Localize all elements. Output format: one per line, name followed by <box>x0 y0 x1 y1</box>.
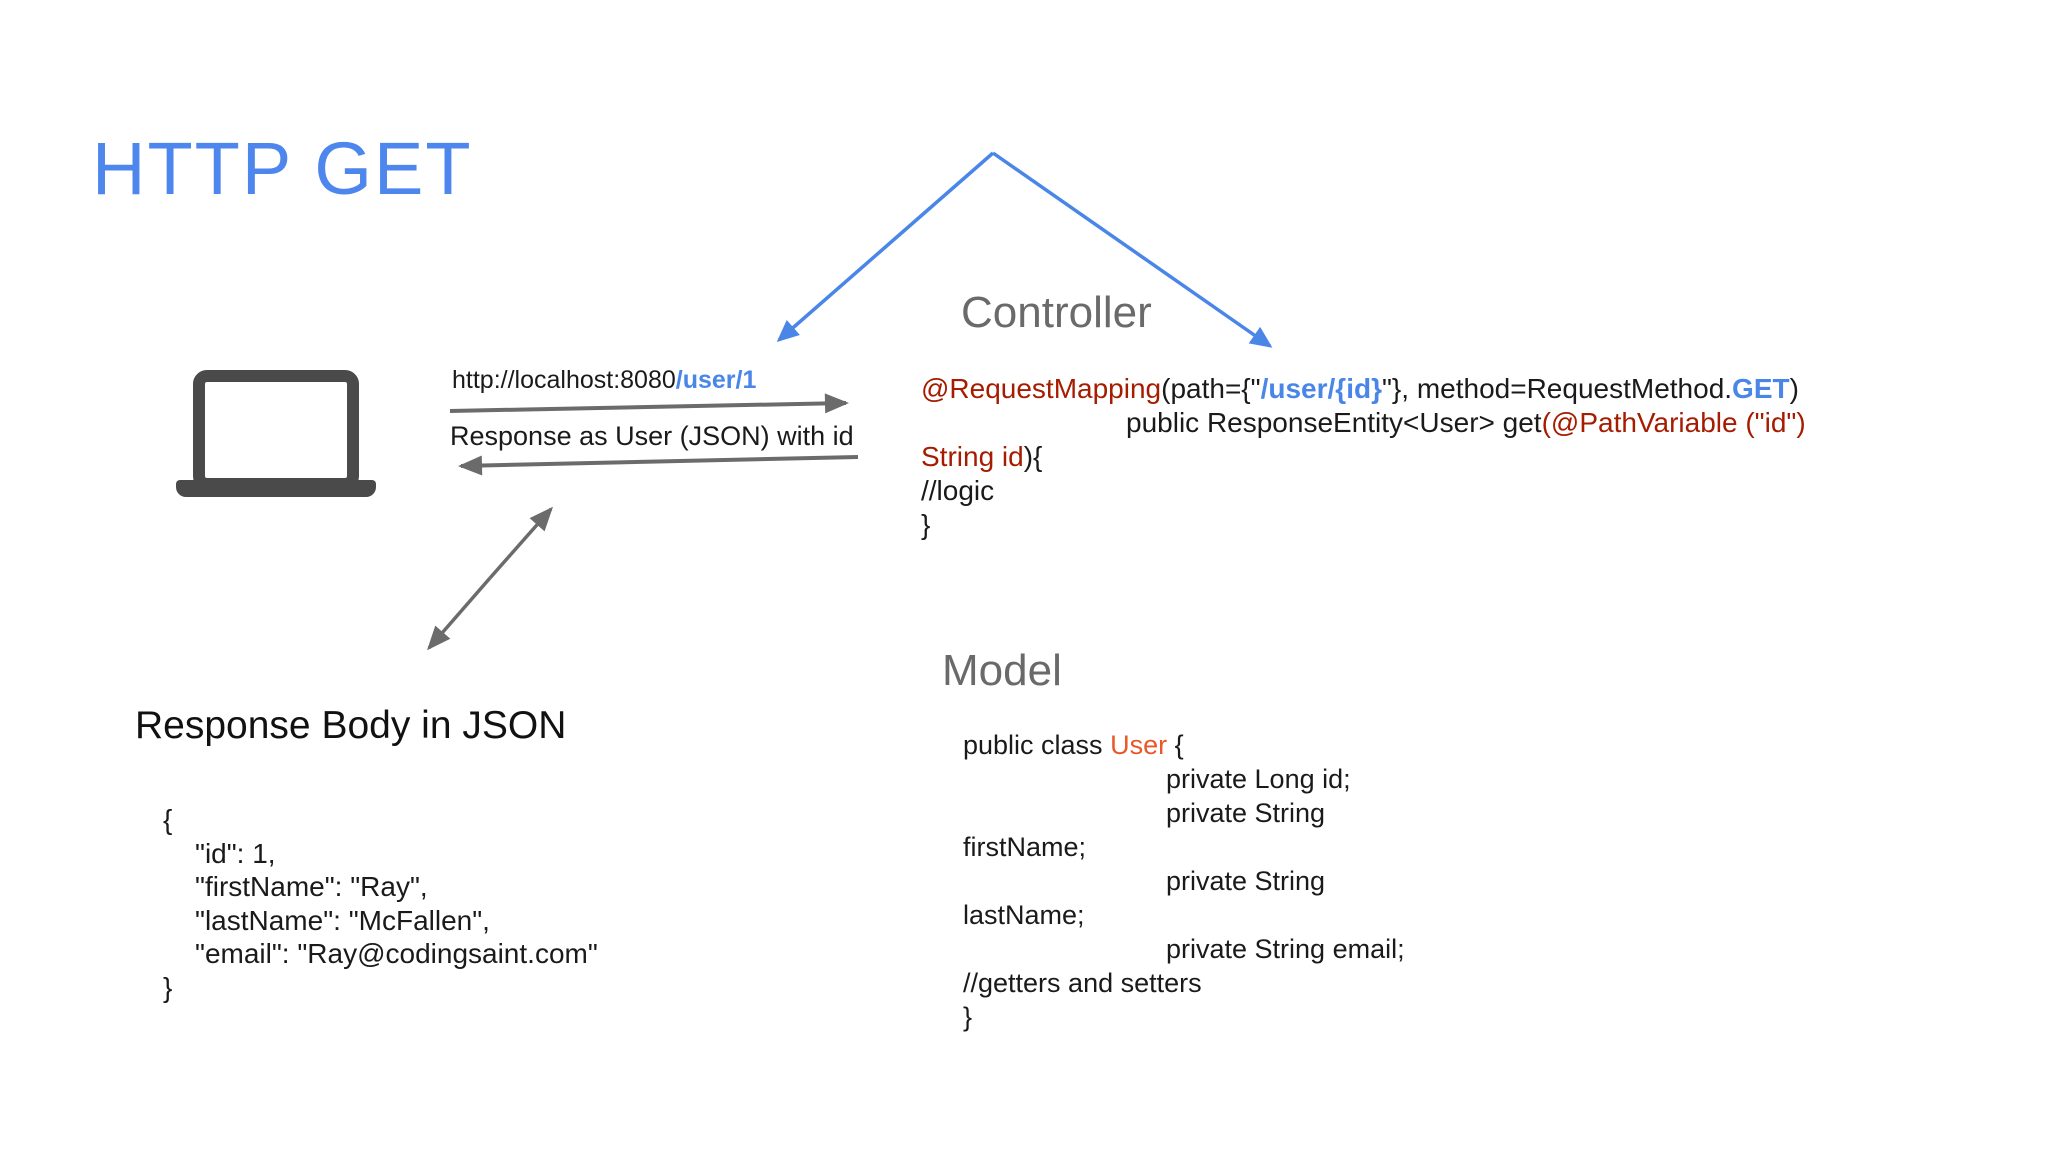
laptop-base <box>176 480 376 497</box>
controller-code-line5: } <box>921 509 931 540</box>
model-code-line5: private String <box>1166 866 1326 896</box>
model-code-line3: private String <box>1166 798 1326 828</box>
controller-code: @RequestMapping(path={"/user/{id}"}, met… <box>921 372 1806 542</box>
code-text: public class <box>963 730 1111 760</box>
laptop-screen <box>193 370 359 490</box>
controller-code-line2: public ResponseEntity<User> get(@PathVar… <box>1126 406 1806 440</box>
model-code-line6: lastName; <box>963 900 1085 930</box>
user-class-name: User <box>1110 730 1168 760</box>
model-code-line1: public class User { <box>963 728 1405 762</box>
request-url: http://localhost:8080/user/1 <box>452 366 756 395</box>
path-variable-annotation: (@PathVariable ("id") <box>1541 407 1806 438</box>
request-url-path: /user/1 <box>675 366 757 394</box>
page-title: HTTP GET <box>92 127 473 210</box>
controller-code-line4: //logic <box>921 475 995 506</box>
response-label: Response as User (JSON) with id <box>450 421 854 451</box>
json-close-brace: } <box>163 971 173 1003</box>
json-link-arrow-down <box>427 576 492 651</box>
controller-heading: Controller <box>961 288 1152 337</box>
json-open-brace: { <box>163 804 173 835</box>
model-code-line4: firstName; <box>963 832 1087 862</box>
model-code-line8: //getters and setters <box>963 968 1202 998</box>
model-code-line9: } <box>963 1002 973 1032</box>
response-body-heading: Response Body in JSON <box>135 704 567 747</box>
json-line-last-name: "lastName": "McFallen", <box>195 904 490 936</box>
request-arrow <box>449 393 849 414</box>
model-code-line2: private Long id; <box>1166 764 1351 794</box>
code-text: public ResponseEntity<User> get <box>1126 407 1542 438</box>
json-line-id: "id": 1, <box>195 837 276 869</box>
code-text: { <box>1167 730 1184 760</box>
request-url-base: http://localhost:8080 <box>452 366 676 394</box>
get-method: GET <box>1732 373 1790 404</box>
string-id-param: String id <box>921 441 1024 472</box>
code-text: "}, method=RequestMethod. <box>1381 373 1733 404</box>
code-text: ) <box>1789 373 1799 404</box>
request-mapping-annotation: @RequestMapping <box>921 373 1162 404</box>
response-body-json: { "id": 1, "firstName": "Ray", "lastName… <box>163 803 598 1004</box>
model-heading: Model <box>942 646 1062 695</box>
json-link-arrow-up <box>488 506 553 580</box>
controller-code-line1: @RequestMapping(path={"/user/{id}"}, met… <box>921 372 1806 406</box>
json-line-first-name: "firstName": "Ray", <box>195 871 428 902</box>
path-literal: /user/{id} <box>1260 373 1382 404</box>
json-line-email: "email": "Ray@codingsaint.com" <box>195 938 598 969</box>
code-text: ){ <box>1023 441 1043 472</box>
controller-code-line3: String id){ <box>921 440 1806 474</box>
model-code-line7: private String email; <box>1166 934 1405 964</box>
code-text: (path={" <box>1161 373 1261 404</box>
model-code: public class User { private Long id; pri… <box>963 728 1405 1034</box>
response-arrow <box>458 455 859 476</box>
